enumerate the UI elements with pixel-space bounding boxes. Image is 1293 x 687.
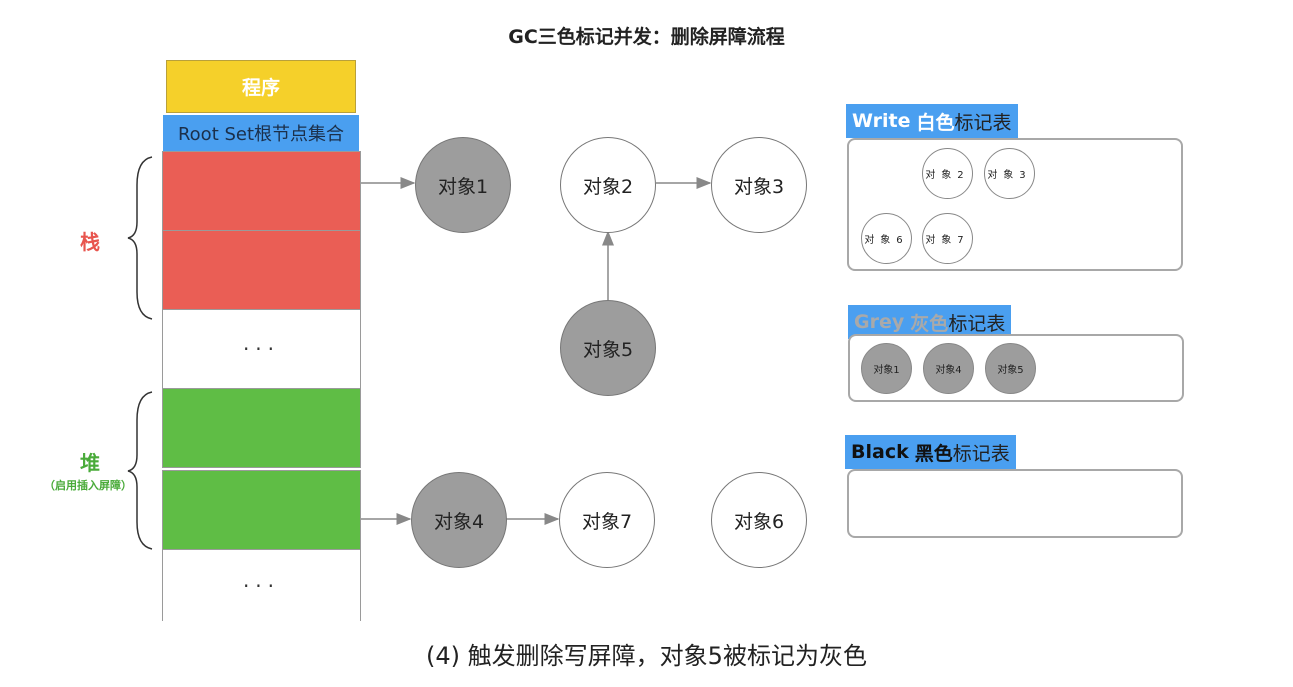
white-item-obj3: 对象3 bbox=[984, 148, 1035, 199]
step-caption: (4) 触发删除写屏障，对象5被标记为灰色 bbox=[426, 642, 867, 670]
node-obj6: 对象6 bbox=[711, 472, 807, 568]
heap-label: 堆 bbox=[80, 451, 100, 475]
grey-table-word: Grey bbox=[854, 311, 905, 333]
stack-brace bbox=[127, 156, 153, 320]
node-obj3: 对象3 bbox=[711, 137, 807, 233]
node-obj2: 对象2 bbox=[560, 137, 656, 233]
black-table-panel bbox=[847, 469, 1183, 538]
stack-block-2 bbox=[162, 230, 361, 310]
grey-table-suffix: 标记表 bbox=[948, 312, 1006, 335]
grey-table-tag: Grey 灰色标记表 bbox=[848, 305, 1012, 339]
node-obj1: 对象1 bbox=[415, 137, 511, 233]
grey-item-obj1: 对象1 bbox=[861, 343, 912, 394]
heap-ellipsis-block: ··· bbox=[162, 549, 361, 621]
rootset-box: Root Set根节点集合 bbox=[163, 115, 359, 151]
grey-item-obj5: 对象5 bbox=[985, 343, 1036, 394]
black-table-color: 黑色 bbox=[914, 442, 953, 465]
heap-sublabel: （启用插入屏障） bbox=[44, 479, 132, 492]
heap-brace bbox=[127, 391, 153, 550]
black-table-word: Black bbox=[851, 441, 909, 463]
node-obj4: 对象4 bbox=[411, 472, 507, 568]
program-box: 程序 bbox=[166, 60, 356, 113]
black-table-suffix: 标记表 bbox=[952, 442, 1010, 465]
white-item-obj2: 对象2 bbox=[922, 148, 973, 199]
grey-table-panel: 对象1 对象4 对象5 bbox=[848, 334, 1184, 402]
node-obj7: 对象7 bbox=[559, 472, 655, 568]
grey-item-obj4: 对象4 bbox=[923, 343, 974, 394]
grey-table-color: 灰色 bbox=[910, 312, 949, 335]
black-table-tag: Black 黑色标记表 bbox=[845, 435, 1016, 469]
diagram-title: GC三色标记并发：删除屏障流程 bbox=[508, 26, 785, 48]
stack-label: 栈 bbox=[80, 230, 100, 254]
white-table-tag: Write 白色标记表 bbox=[846, 104, 1018, 138]
white-table-word: Write bbox=[852, 110, 911, 132]
white-table-panel: 对象2 对象3 对象6 对象7 bbox=[847, 138, 1183, 271]
stack-ellipsis: ··· bbox=[242, 337, 281, 361]
node-obj5: 对象5 bbox=[560, 300, 656, 396]
white-table-suffix: 标记表 bbox=[954, 111, 1012, 134]
heap-block-1 bbox=[162, 388, 361, 468]
white-item-obj6: 对象6 bbox=[861, 213, 912, 264]
stack-ellipsis-block: ··· bbox=[162, 309, 361, 389]
heap-ellipsis: ··· bbox=[242, 573, 281, 598]
stack-block-1 bbox=[162, 151, 361, 231]
white-table-color: 白色 bbox=[916, 111, 955, 134]
white-item-obj7: 对象7 bbox=[922, 213, 973, 264]
